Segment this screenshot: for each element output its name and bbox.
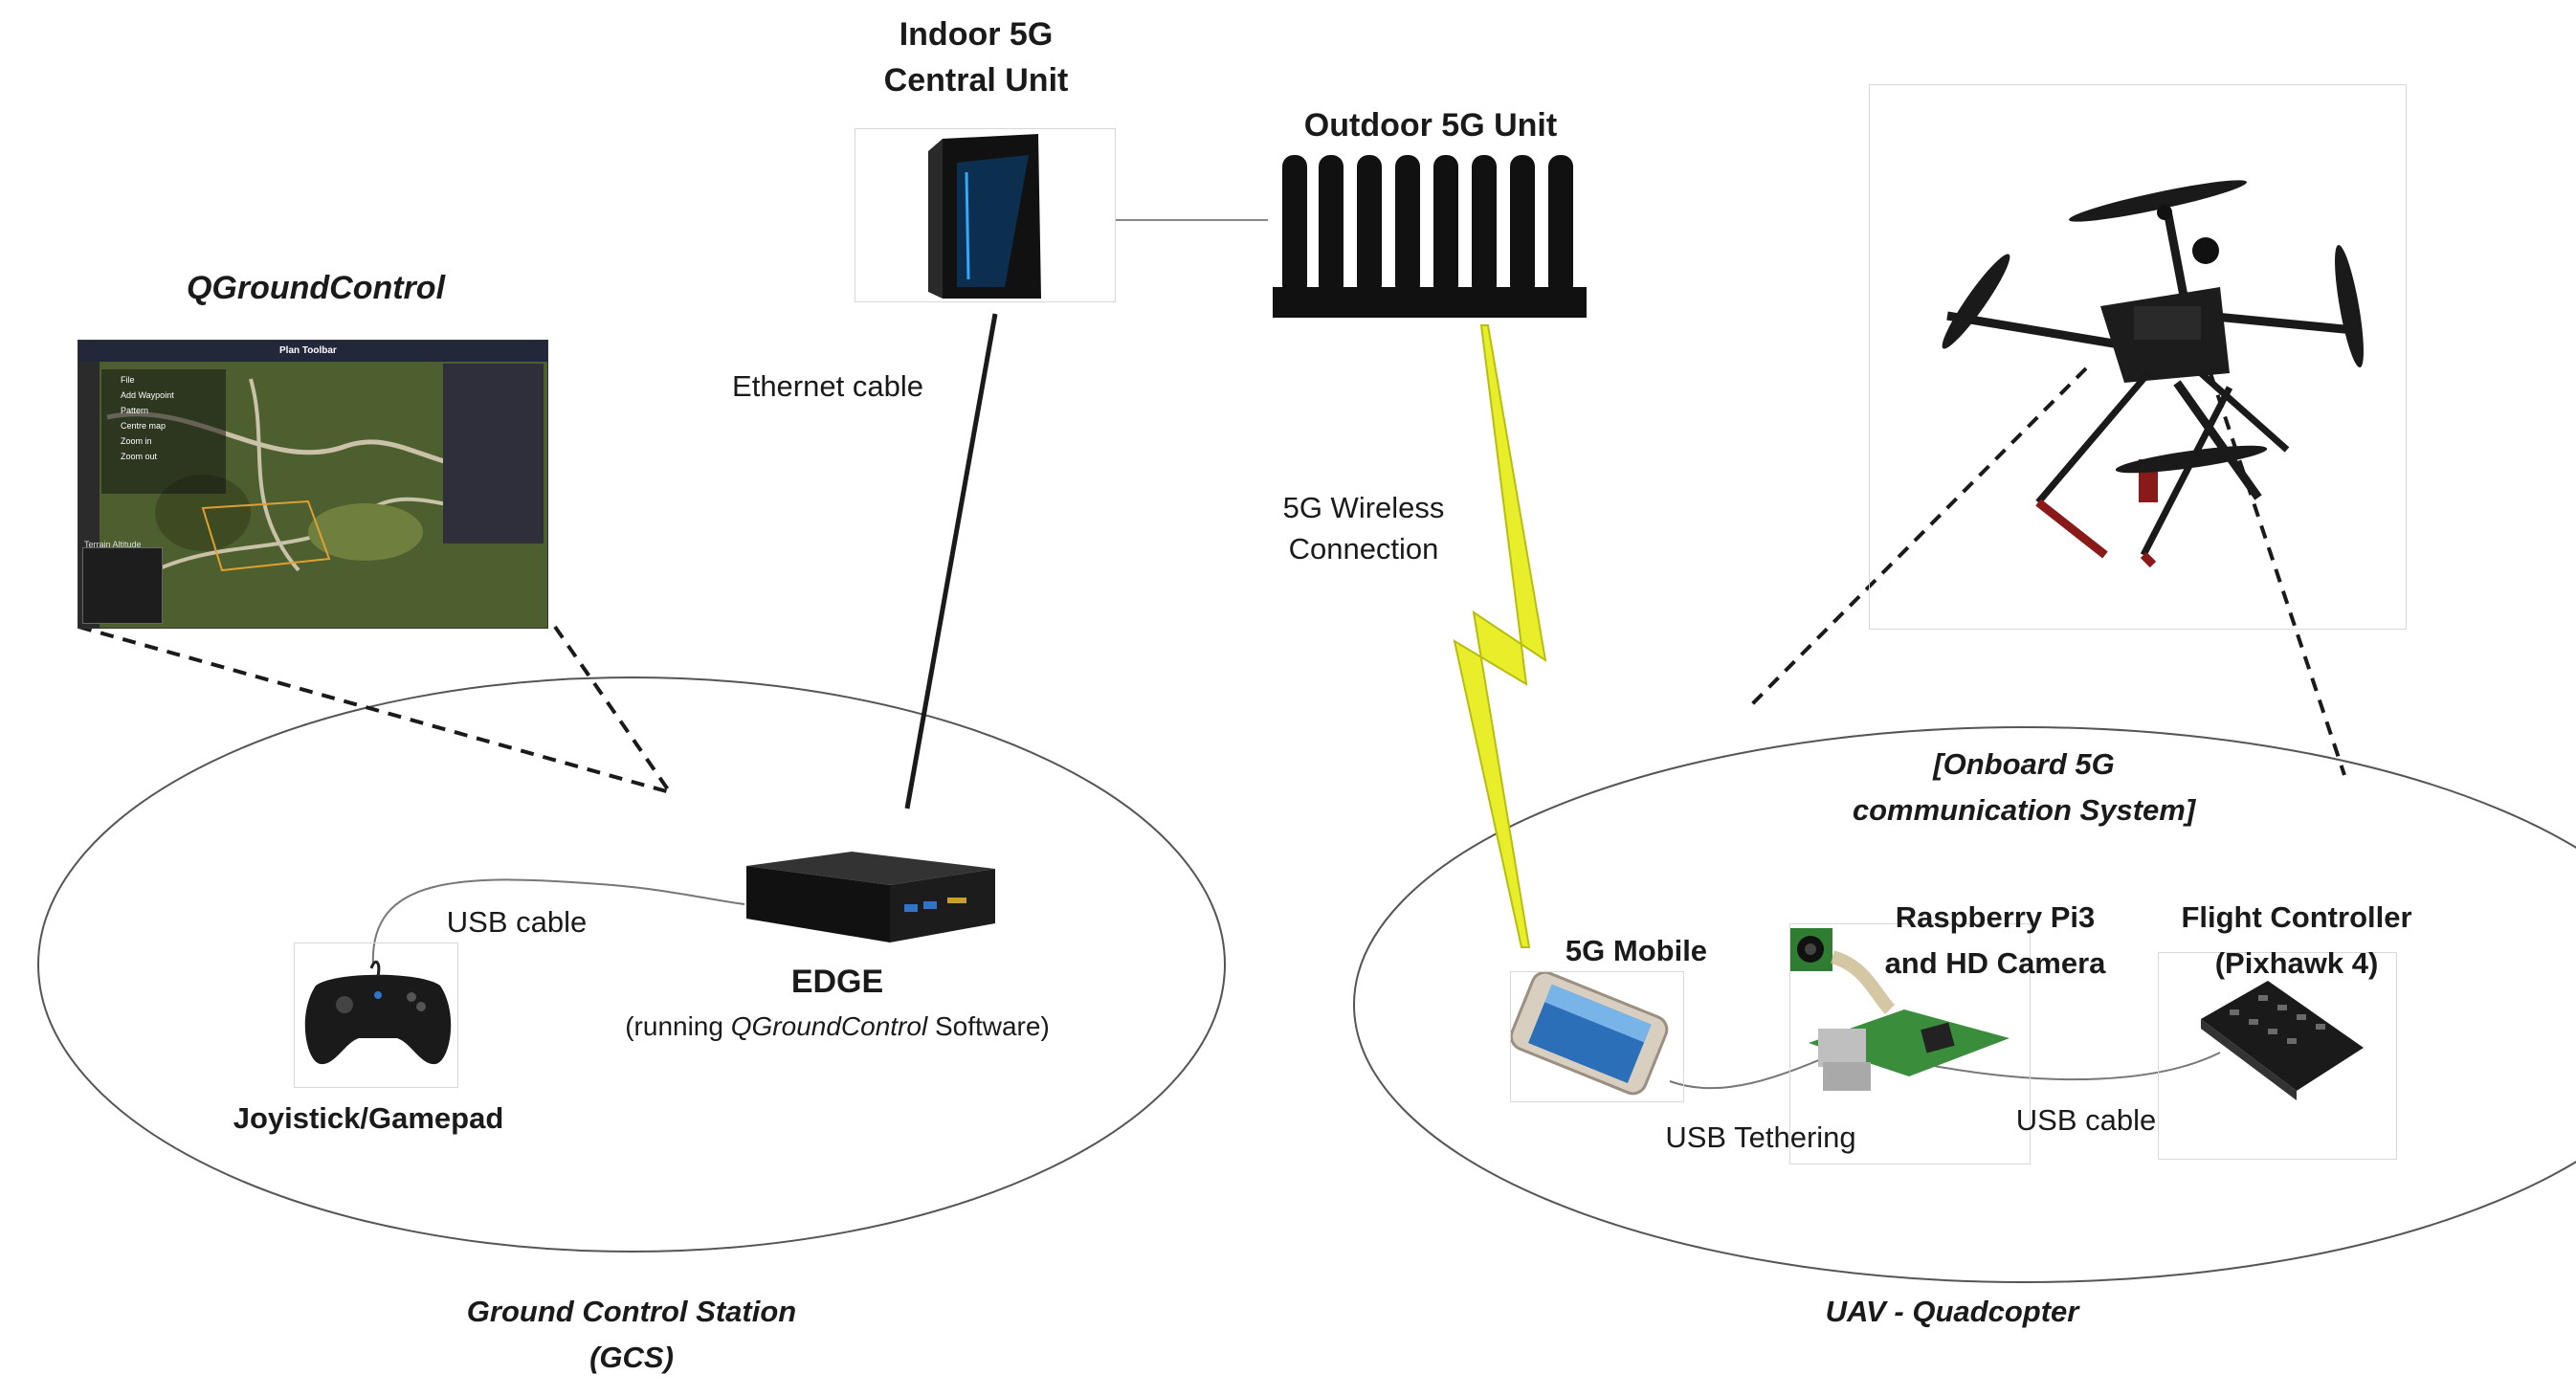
gcs-caption-line1: Ground Control Station <box>466 1295 797 1328</box>
drone-frame <box>1869 84 2407 630</box>
wireless-label-line1: 5G Wireless <box>1282 491 1445 524</box>
smartphone-image <box>1509 970 1669 1096</box>
qgc-zoom-line-left <box>78 625 671 794</box>
onboard-system-title-line2: communication System] <box>1852 793 2196 827</box>
fc-label-line2: (Pixhawk 4) <box>2214 946 2379 980</box>
qgc-menu-item: Zoom in <box>121 436 152 446</box>
usb-cable-gcs-line <box>371 878 745 967</box>
qgc-menu-item: Add Waypoint <box>121 390 174 400</box>
rpi-label-line1: Raspberry Pi3 <box>1895 900 2096 934</box>
usb-tethering-label: USB Tethering <box>1665 1120 1856 1154</box>
qgc-terrain-panel <box>82 547 163 624</box>
usb-cable-uav-label: USB cable <box>2015 1103 2157 1137</box>
edge-subtitle: (running QGroundControl Software) <box>574 1009 1100 1043</box>
usb-cable-gcs-label: USB cable <box>446 905 588 939</box>
indoor-unit-title-line2: Central Unit <box>883 62 1069 99</box>
qgc-menu-item: Zoom out <box>121 452 158 461</box>
onboard-system-title-line1: [Onboard 5G <box>1933 747 2115 781</box>
pixhawk-image <box>2201 981 2364 1100</box>
edge-device-image <box>746 852 995 942</box>
qgc-menu-item: Pattern <box>121 406 149 415</box>
qgc-zoom-line-right <box>553 625 672 794</box>
edge-title: EDGE <box>790 964 884 1000</box>
wireless-label-line2: Connection <box>1288 532 1439 565</box>
ethernet-cable-label: Ethernet cable <box>732 369 923 403</box>
edge-subtitle-app: QGroundControl <box>730 1011 928 1041</box>
qgc-terrain-label: Terrain Altitude <box>84 540 142 549</box>
uav-caption: UAV - Quadcopter <box>1825 1295 2079 1328</box>
usb-tethering-line <box>1669 1052 1838 1090</box>
drone-zoom-line-left <box>1744 366 2088 712</box>
gamepad-image <box>304 960 452 1065</box>
gcs-caption-line2: (GCS) <box>589 1341 674 1374</box>
outdoor-5g-unit-image <box>1273 155 1587 318</box>
usb-cable-uav-line <box>1913 1052 2221 1081</box>
quadcopter-image <box>1942 180 2364 568</box>
raspberry-pi-frame <box>1789 923 2031 1164</box>
qgc-menu-item: File <box>121 375 135 385</box>
qgc-menu: File Add Waypoint Pattern Centre map Zoo… <box>101 369 226 494</box>
qgc-top-bar: Plan Toolbar <box>78 341 547 362</box>
pixhawk-frame <box>2158 952 2397 1160</box>
edge-subtitle-suffix: Software) <box>927 1011 1050 1041</box>
gamepad-frame <box>294 942 458 1088</box>
mobile-label: 5G Mobile <box>1565 934 1708 967</box>
wireless-lightning-bolt <box>1453 324 1547 948</box>
qgc-menu-item: Centre map <box>121 421 167 431</box>
qgroundcontrol-screenshot: Plan Toolbar File Add Waypoint Pattern C… <box>78 340 548 629</box>
indoor-unit-frame <box>855 128 1116 302</box>
qgroundcontrol-title: QGroundControl <box>186 270 446 306</box>
gcs-ellipse <box>37 676 1226 1253</box>
joystick-label: Joyistick/Gamepad <box>233 1101 504 1135</box>
raspberry-pi-camera-image <box>1789 928 2010 1091</box>
edge-subtitle-prefix: (running <box>625 1011 731 1041</box>
outdoor-unit-title: Outdoor 5G Unit <box>1303 107 1558 144</box>
ethernet-cable-line <box>904 313 998 809</box>
indoor-unit-title-line1: Indoor 5G <box>899 16 1054 53</box>
rpi-label-line2: and HD Camera <box>1884 946 2106 980</box>
drone-zoom-line-right <box>2209 372 2346 776</box>
uav-ellipse <box>1353 726 2576 1283</box>
smartphone-frame <box>1510 971 1684 1102</box>
indoor-central-unit-image <box>928 134 1041 299</box>
qgc-mission-panel <box>443 364 544 543</box>
fc-label-line1: Flight Controller <box>2181 900 2412 934</box>
qgc-toolbar-title: Plan Toolbar <box>279 345 337 356</box>
